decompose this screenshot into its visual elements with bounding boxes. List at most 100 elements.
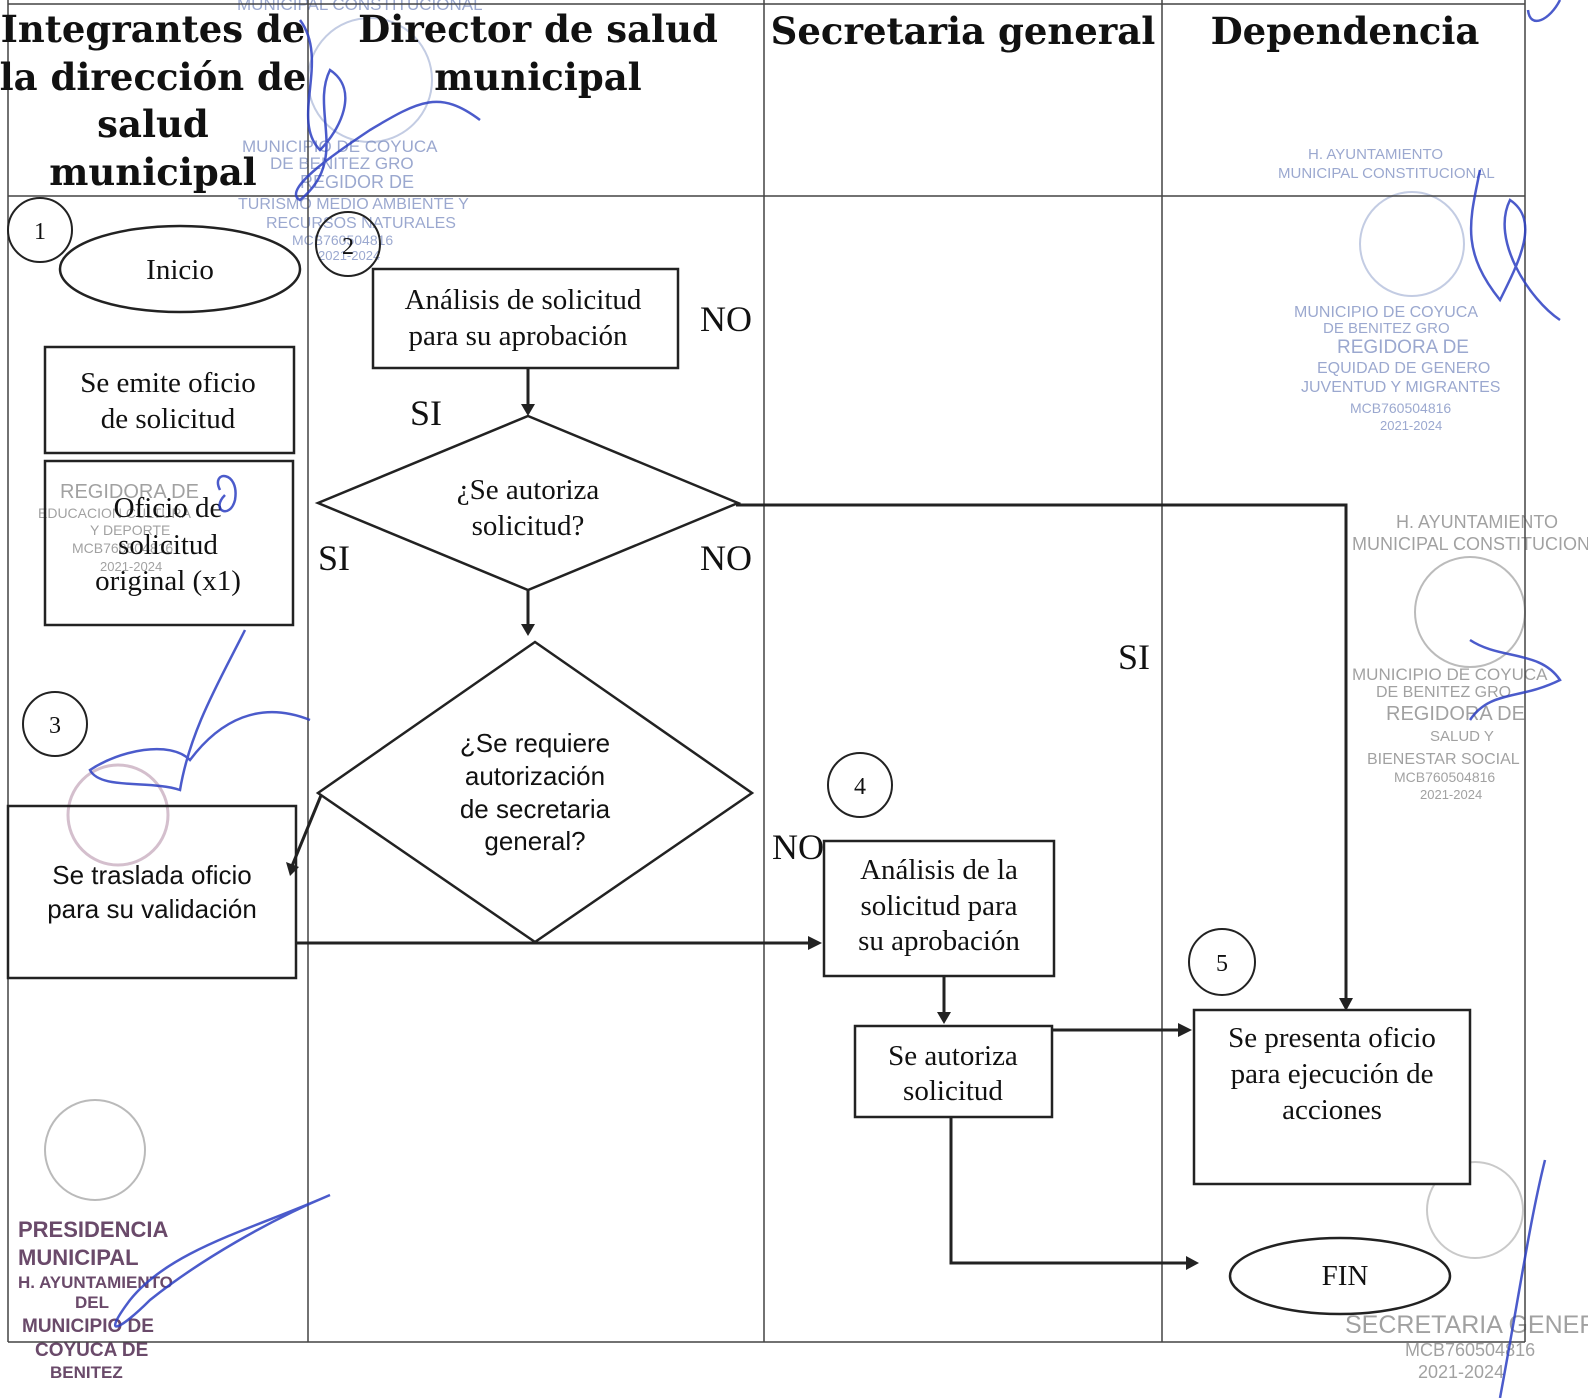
svg-text:MCB760504816: MCB760504816 [1405, 1340, 1535, 1360]
decision-se-autoriza: ¿Se autoriza solicitud? [314, 414, 742, 592]
svg-text:Se emite oficio: Se emite oficio [80, 367, 256, 399]
decision-requiere-autorizacion: ¿Se requiere autorización de secretaria … [315, 640, 755, 944]
svg-text:1: 1 [34, 219, 46, 245]
svg-text:Dependencia: Dependencia [1211, 9, 1480, 53]
svg-text:de secretaria: de secretaria [460, 794, 611, 824]
svg-text:EQUIDAD DE GENERO: EQUIDAD DE GENERO [1317, 360, 1490, 377]
svg-text:Oficio de: Oficio de [114, 492, 223, 524]
svg-text:BENITEZ: BENITEZ [50, 1363, 123, 1382]
svg-text:MUNICIPIO DE COYUCA: MUNICIPIO DE COYUCA [242, 137, 438, 156]
svg-text:general?: general? [484, 826, 585, 856]
stamp-salud-bienestar: H. AYUNTAMIENTO MUNICIPAL CONSTITUCIONAL… [1352, 512, 1588, 802]
svg-text:MCB760504816: MCB760504816 [72, 540, 173, 556]
svg-text:REGIDORA DE: REGIDORA DE [60, 481, 199, 503]
svg-text:Director de salud: Director de salud [358, 7, 718, 51]
svg-text:2021-2024: 2021-2024 [100, 559, 162, 574]
svg-text:autorización: autorización [465, 761, 605, 791]
node-presenta-oficio: Se presenta oficio para ejecución de acc… [1192, 1008, 1472, 1186]
svg-text:de solicitud: de solicitud [101, 403, 236, 435]
label-si-right: SI [1118, 637, 1150, 677]
svg-text:2021-2024: 2021-2024 [1418, 1362, 1504, 1382]
svg-text:REGIDORA DE: REGIDORA DE [1337, 337, 1469, 358]
lane-header-secretaria: Secretaria general [771, 9, 1156, 53]
svg-text:solicitud?: solicitud? [472, 510, 585, 542]
step-number-1: 1 [7, 197, 73, 263]
svg-text:2021-2024: 2021-2024 [318, 248, 380, 263]
svg-text:DEL: DEL [75, 1293, 109, 1312]
svg-text:¿Se requiere: ¿Se requiere [460, 728, 610, 758]
step-number-4: 4 [827, 752, 893, 818]
svg-text:para ejecución de: para ejecución de [1231, 1058, 1434, 1090]
step-number-3: 3 [22, 691, 88, 757]
svg-text:Inicio: Inicio [146, 254, 214, 286]
svg-text:MUNICIPIO DE COYUCA: MUNICIPIO DE COYUCA [1352, 665, 1548, 684]
svg-text:MCB760504816: MCB760504816 [1350, 400, 1451, 416]
lane-header-dependencia: Dependencia [1211, 9, 1480, 53]
stamp-presidencia: PRESIDENCIA MUNICIPAL H. AYUNTAMIENTO DE… [18, 763, 173, 1382]
svg-text:MUNICIPAL: MUNICIPAL [18, 1245, 139, 1270]
svg-text:BIENESTAR SOCIAL: BIENESTAR SOCIAL [1367, 751, 1520, 768]
svg-text:Se autoriza: Se autoriza [888, 1040, 1018, 1072]
svg-text:DE BENITEZ GRO: DE BENITEZ GRO [1323, 320, 1450, 337]
svg-text:Integrantes de: Integrantes de [1, 7, 306, 51]
svg-text:SALUD Y: SALUD Y [1430, 728, 1494, 745]
svg-text:su aprobación: su aprobación [858, 925, 1020, 957]
svg-text:DE BENITEZ GRO: DE BENITEZ GRO [1376, 684, 1511, 701]
svg-text:municipal: municipal [49, 150, 257, 194]
svg-text:solicitud: solicitud [118, 529, 218, 561]
svg-text:PRESIDENCIA: PRESIDENCIA [18, 1217, 168, 1242]
connectors [286, 369, 1353, 1270]
svg-text:H. AYUNTAMIENTO: H. AYUNTAMIENTO [1396, 512, 1558, 532]
step-number-2: 2 [315, 211, 381, 277]
step-number-5: 5 [1188, 928, 1256, 996]
stamp-educacion: REGIDORA DE EDUCACION CULTURA Y DEPORTE … [38, 481, 199, 574]
lane-header-director: Director de salud municipal [358, 7, 718, 99]
label-si-top: SI [410, 393, 442, 433]
svg-text:2: 2 [342, 234, 354, 260]
lane-header-integrantes: Integrantes de la dirección de salud mun… [0, 7, 306, 194]
svg-text:RECURSOS NATURALES: RECURSOS NATURALES [266, 215, 456, 232]
node-analisis-solicitud: Análisis de solicitud para su aprobación [371, 267, 680, 370]
svg-text:REGIDORA DE: REGIDORA DE [1386, 703, 1525, 725]
svg-text:Y DEPORTE: Y DEPORTE [90, 522, 170, 538]
node-traslada-oficio: Se traslada oficio para su validación [6, 804, 298, 980]
svg-text:COYUCA DE: COYUCA DE [35, 1340, 148, 1361]
svg-text:JUVENTUD Y MIGRANTES: JUVENTUD Y MIGRANTES [1301, 379, 1500, 396]
svg-text:para su aprobación: para su aprobación [408, 320, 628, 352]
svg-text:municipal: municipal [434, 55, 642, 99]
label-no-low: NO [772, 827, 824, 867]
svg-text:MCB760504816: MCB760504816 [1394, 769, 1495, 785]
svg-text:2021-2024: 2021-2024 [1380, 418, 1442, 433]
stamp-equidad-genero: H. AYUNTAMIENTO MUNICIPAL CONSTITUCIONAL… [1278, 146, 1500, 433]
node-analisis-secretaria: Análisis de la solicitud para su aprobac… [822, 839, 1056, 978]
svg-text:H. AYUNTAMIENTO: H. AYUNTAMIENTO [1308, 146, 1443, 163]
label-si-left: SI [318, 538, 350, 578]
svg-text:MUNICIPAL CONSTITUCIONAL: MUNICIPAL CONSTITUCIONAL [1278, 165, 1495, 182]
svg-text:4: 4 [854, 774, 866, 800]
svg-text:Se presenta oficio: Se presenta oficio [1228, 1022, 1436, 1054]
svg-text:Análisis de la: Análisis de la [860, 854, 1018, 886]
svg-text:H. AYUNTAMIENTO: H. AYUNTAMIENTO [18, 1273, 173, 1292]
svg-text:original (x1): original (x1) [95, 565, 241, 597]
node-emite-oficio: Se emite oficio de solicitud [43, 345, 296, 455]
node-fin: FIN [1228, 1236, 1452, 1316]
node-inicio: Inicio [58, 224, 302, 314]
stamp-secretaria-general: SECRETARIA GENERAL MCB760504816 2021-202… [1345, 1161, 1588, 1382]
svg-text:Secretaria general: Secretaria general [771, 9, 1156, 53]
signature-marks [88, 0, 1562, 1398]
svg-text:¿Se autoriza: ¿Se autoriza [457, 474, 600, 506]
svg-text:Análisis de solicitud: Análisis de solicitud [405, 284, 642, 316]
svg-text:solicitud: solicitud [903, 1075, 1003, 1107]
node-oficio-solicitud: Oficio de solicitud original (x1) [43, 459, 295, 627]
svg-text:EDUCACION CULTURA: EDUCACION CULTURA [38, 505, 192, 521]
svg-text:MUNICIPIO DE: MUNICIPIO DE [22, 1316, 154, 1337]
svg-text:DE BENITEZ GRO: DE BENITEZ GRO [270, 154, 414, 173]
svg-text:salud: salud [97, 102, 209, 146]
svg-text:la dirección de: la dirección de [0, 55, 306, 99]
svg-text:para su validación: para su validación [47, 894, 257, 924]
svg-text:Se traslada oficio: Se traslada oficio [52, 860, 251, 890]
stamp-regidor-turismo: MUNICIPIO DE COYUCA DE BENITEZ GRO REGID… [238, 17, 469, 263]
svg-text:acciones: acciones [1282, 1094, 1382, 1126]
